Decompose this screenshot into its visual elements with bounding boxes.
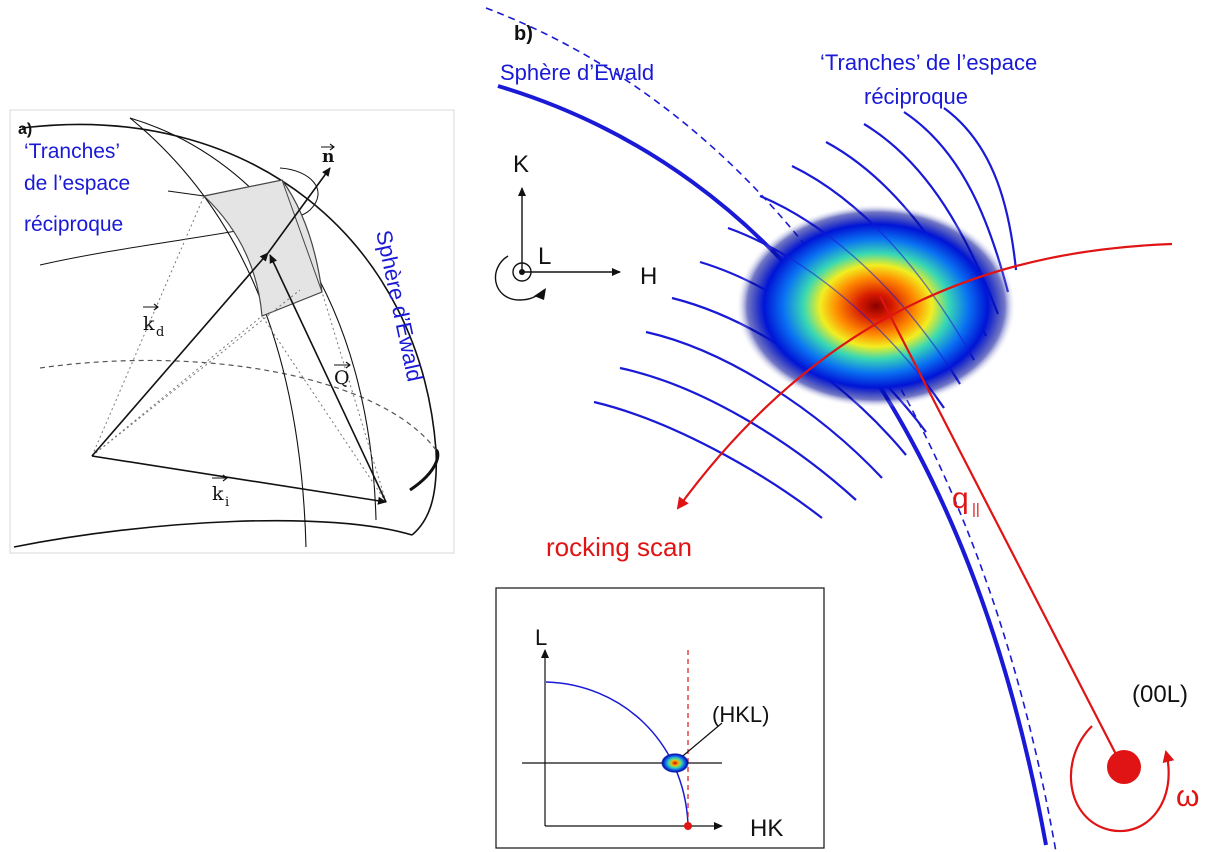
label-Q-arrow: [334, 361, 351, 369]
axis-K-label: K: [513, 151, 529, 178]
q-parallel-line: [879, 295, 1123, 767]
sphere-base-dashed: [39, 359, 437, 451]
axis-L-dot: [519, 269, 525, 275]
label-kd: k: [143, 313, 155, 335]
slices-label-line-1: ‘Tranches’: [24, 140, 120, 163]
ewald-thick-edge: [409, 448, 440, 492]
label-ki-sub: i: [225, 495, 229, 510]
rocking-scan-label: rocking scan: [546, 532, 692, 562]
cone-dotted-lines: [91, 195, 387, 503]
inset-origin-dot: [684, 822, 692, 830]
q-parallel-label: q: [952, 482, 969, 515]
q-parallel-sub: ||: [972, 501, 980, 518]
origin-00L-label: (00L): [1132, 681, 1188, 708]
panel-b: L HK (HKL) b) Sphère d’Ewald ‘Tranches’ …: [485, 7, 1199, 852]
inset-spot: [661, 753, 689, 773]
rocking-scan-arc: [676, 242, 1173, 510]
hkl-axes: [494, 187, 621, 301]
label-ki: k: [212, 483, 224, 505]
label-kd-arrow: [143, 303, 159, 311]
inset-ewald-arc: [545, 681, 689, 825]
vector-n-arrow: [267, 167, 331, 254]
panel-b-label: b): [514, 23, 533, 45]
vector-kd-arrow: [91, 252, 269, 457]
inset-frame: [495, 587, 825, 849]
label-kd-sub: d: [156, 325, 164, 340]
omega-rotation-arrow: [1069, 725, 1175, 833]
panel-a-label: a): [18, 121, 32, 138]
slices-label-line-2: de l’espace: [24, 172, 130, 195]
panel-a-frame: [9, 109, 455, 554]
axis-L-label: L: [538, 243, 551, 270]
inset-label-L: L: [535, 625, 547, 650]
label-ki-arrow: [212, 474, 228, 482]
inset-plot: L HK (HKL): [495, 587, 825, 849]
slices-label-b-line-1: ‘Tranches’ de l’espace: [820, 50, 1037, 75]
vector-ki-arrow: [91, 455, 387, 505]
origin-00L-dot: [1107, 750, 1141, 784]
slices-label-b-line-2: réciproque: [864, 84, 968, 109]
label-n-arrow: [321, 143, 335, 151]
label-n: n: [322, 147, 334, 167]
inset-pointer-line: [677, 722, 723, 761]
ewald-label-b: Sphère d’Ewald: [500, 60, 654, 85]
inset-label-HKL: (HKL): [712, 702, 769, 727]
sphere-base-front: [13, 519, 413, 548]
vector-Q-arrow: [269, 254, 387, 503]
axis-L-rotation-head: [534, 288, 546, 300]
omega-label: ω: [1176, 780, 1199, 813]
diffraction-spot: [736, 204, 1016, 408]
slice-edge: [281, 179, 323, 293]
slices-label-leader: [167, 190, 205, 197]
inset-label-HK: HK: [750, 815, 783, 842]
axis-H-label: H: [640, 263, 657, 290]
slices-label-line-3: réciproque: [24, 213, 123, 236]
panel-a: a) ‘Tranches’ de l’espace réciproque Sph…: [9, 109, 455, 554]
ewald-sphere-outline: [21, 123, 438, 536]
meridian-arc-1: [129, 117, 307, 548]
axis-L-circle: [512, 262, 532, 282]
label-Q: Q: [334, 367, 350, 389]
